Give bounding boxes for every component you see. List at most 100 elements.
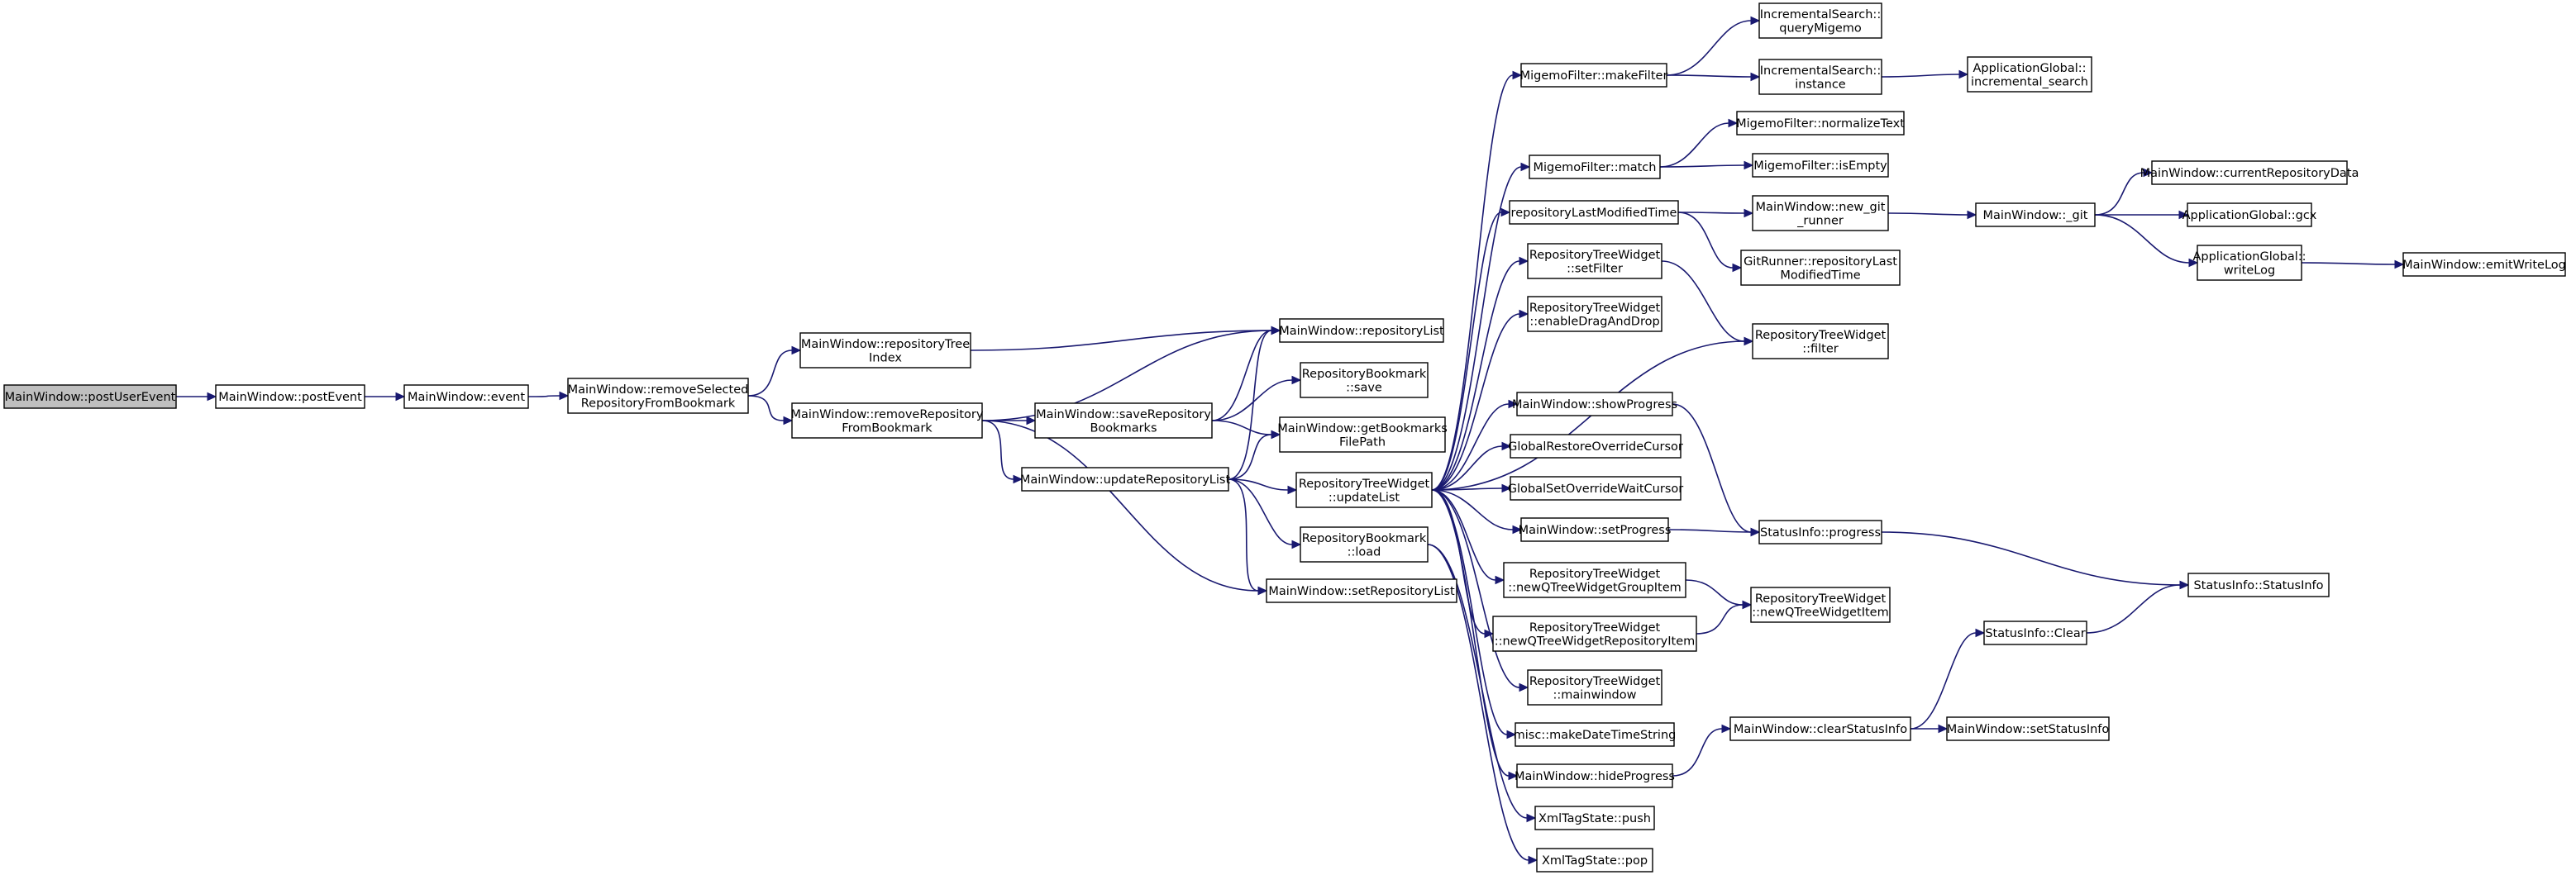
- node-postUserEvent[interactable]: MainWindow::postUserEvent: [3, 384, 177, 409]
- node-updateRepositoryList[interactable]: MainWindow::updateRepositoryList: [1020, 467, 1231, 492]
- node-box[interactable]: [2197, 245, 2302, 281]
- node-box[interactable]: [1534, 806, 1655, 830]
- node-box[interactable]: [1520, 517, 1669, 542]
- node-globalSetOverride[interactable]: GlobalSetOverrideWaitCursor: [1508, 476, 1684, 501]
- node-box[interactable]: [1279, 416, 1446, 453]
- node-emitWriteLog[interactable]: MainWindow::emitWriteLog: [2402, 252, 2566, 277]
- node-currentRepoData[interactable]: MainWindow::currentRepositoryData: [2140, 160, 2359, 185]
- node-newGroupItem[interactable]: RepositoryTreeWidget::newQTreeWidgetGrou…: [1503, 562, 1686, 598]
- node-box[interactable]: [1527, 296, 1662, 332]
- node-box[interactable]: [1975, 202, 2096, 227]
- node-box[interactable]: [567, 378, 749, 414]
- node-box[interactable]: [1509, 200, 1679, 225]
- node-setRepositoryList[interactable]: MainWindow::setRepositoryList: [1266, 578, 1457, 603]
- node-box[interactable]: [1295, 472, 1433, 508]
- node-box[interactable]: [1510, 476, 1682, 501]
- node-box[interactable]: [1536, 848, 1653, 873]
- node-newGitRunner[interactable]: MainWindow::new_git_runner: [1752, 195, 1889, 231]
- node-box[interactable]: [2187, 202, 2312, 227]
- node-box[interactable]: [1752, 153, 1889, 178]
- node-setStatusInfo[interactable]: MainWindow::setStatusInfo: [1946, 716, 2110, 741]
- node-box[interactable]: [2187, 573, 2330, 597]
- node-box[interactable]: [791, 402, 983, 439]
- node-newQTreeWidgetItem[interactable]: RepositoryTreeWidget::newQTreeWidgetItem: [1750, 587, 1891, 623]
- node-box[interactable]: [215, 384, 365, 409]
- node-grLastModified[interactable]: GitRunner::repositoryLastModifiedTime: [1740, 250, 1901, 286]
- node-rtwUpdateList[interactable]: RepositoryTreeWidget::updateList: [1295, 472, 1433, 508]
- node-agGcx[interactable]: ApplicationGlobal::gcx: [2182, 202, 2317, 227]
- node-box[interactable]: [1021, 467, 1229, 492]
- node-box[interactable]: [1516, 763, 1673, 788]
- node-mfMatch[interactable]: MigemoFilter::match: [1529, 155, 1661, 179]
- node-showProgress[interactable]: MainWindow::showProgress: [1512, 392, 1677, 416]
- node-box[interactable]: [1300, 526, 1429, 563]
- node-repoLastModified[interactable]: repositoryLastModifiedTime: [1509, 200, 1679, 225]
- node-box[interactable]: [1492, 616, 1697, 652]
- node-postEvent[interactable]: MainWindow::postEvent: [215, 384, 365, 409]
- node-statusClear[interactable]: StatusInfo::Clear: [1983, 621, 2087, 645]
- node-box[interactable]: [1515, 722, 1675, 747]
- node-box[interactable]: [1967, 56, 2092, 93]
- node-box[interactable]: [1740, 250, 1901, 286]
- node-statusProgress[interactable]: StatusInfo::progress: [1758, 520, 1882, 544]
- node-rtwMainwindow[interactable]: RepositoryTreeWidget::mainwindow: [1527, 669, 1662, 706]
- node-box[interactable]: [1527, 243, 1662, 279]
- node-box[interactable]: [1503, 562, 1686, 598]
- node-box[interactable]: [1758, 2, 1882, 39]
- node-hideProgress[interactable]: MainWindow::hideProgress: [1515, 763, 1675, 788]
- node-agIncremental[interactable]: ApplicationGlobal::incremental_search: [1967, 56, 2092, 93]
- node-box[interactable]: [1750, 587, 1891, 623]
- node-clearStatusInfo[interactable]: MainWindow::clearStatusInfo: [1729, 716, 1911, 741]
- node-normalizeText[interactable]: MigemoFilter::normalizeText: [1736, 111, 1905, 136]
- node-box[interactable]: [1946, 716, 2110, 741]
- node-queryMigemo[interactable]: IncrementalSearch::queryMigemo: [1758, 2, 1882, 39]
- node-box[interactable]: [1736, 111, 1905, 136]
- node-box[interactable]: [2402, 252, 2566, 277]
- node-box[interactable]: [1729, 716, 1911, 741]
- node-box[interactable]: [1758, 520, 1882, 544]
- node-makeDateTimeString[interactable]: misc::makeDateTimeString: [1514, 722, 1677, 747]
- node-box[interactable]: [1529, 155, 1661, 179]
- node-globalRestore[interactable]: GlobalRestoreOverrideCursor: [1508, 434, 1683, 459]
- node-box[interactable]: [1510, 434, 1682, 459]
- node-label: _runner: [1796, 214, 1844, 227]
- node-mfIsEmpty[interactable]: MigemoFilter::isEmpty: [1752, 153, 1889, 178]
- node-xmlPop[interactable]: XmlTagState::pop: [1536, 848, 1653, 873]
- node-box[interactable]: [1527, 669, 1662, 706]
- node-box[interactable]: [3, 384, 177, 409]
- node-makeFilter[interactable]: MigemoFilter::makeFilter: [1520, 63, 1668, 88]
- node-box[interactable]: [1266, 578, 1457, 603]
- node-repositoryList[interactable]: MainWindow::repositoryList: [1279, 318, 1444, 343]
- node-isInstance[interactable]: IncrementalSearch::instance: [1758, 59, 1882, 95]
- node-box[interactable]: [799, 332, 971, 369]
- node-mwGit[interactable]: MainWindow::_git: [1975, 202, 2096, 227]
- node-setProgress[interactable]: MainWindow::setProgress: [1519, 517, 1672, 542]
- node-box[interactable]: [1983, 621, 2087, 645]
- node-box[interactable]: [1300, 362, 1429, 398]
- node-box[interactable]: [403, 384, 529, 409]
- node-box[interactable]: [1758, 59, 1882, 95]
- node-box[interactable]: [1034, 402, 1213, 439]
- node-box[interactable]: [1279, 318, 1444, 343]
- node-rtwSetFilter[interactable]: RepositoryTreeWidget::setFilter: [1527, 243, 1662, 279]
- node-box[interactable]: [1520, 63, 1667, 88]
- node-box[interactable]: [1752, 323, 1889, 359]
- node-agWriteLog[interactable]: ApplicationGlobal::writeLog: [2192, 245, 2306, 281]
- node-box[interactable]: [1752, 195, 1889, 231]
- node-rtwFilter[interactable]: RepositoryTreeWidget::filter: [1752, 323, 1889, 359]
- node-event[interactable]: MainWindow::event: [403, 384, 529, 409]
- node-rtwEnableDnD[interactable]: RepositoryTreeWidget::enableDragAndDrop: [1527, 296, 1662, 332]
- node-statusInfoCtor[interactable]: StatusInfo::StatusInfo: [2187, 573, 2330, 597]
- edge-makeFilter-to-queryMigemo: [1666, 20, 1752, 76]
- node-box[interactable]: [2151, 160, 2348, 185]
- node-rbSave[interactable]: RepositoryBookmark::save: [1300, 362, 1429, 398]
- node-box[interactable]: [1516, 392, 1673, 416]
- node-newRepoItem[interactable]: RepositoryTreeWidget::newQTreeWidgetRepo…: [1492, 616, 1697, 652]
- node-xmlPush[interactable]: XmlTagState::push: [1534, 806, 1655, 830]
- node-removeSelected[interactable]: MainWindow::removeSelectedRepositoryFrom…: [567, 378, 749, 414]
- node-rbLoad[interactable]: RepositoryBookmark::load: [1300, 526, 1429, 563]
